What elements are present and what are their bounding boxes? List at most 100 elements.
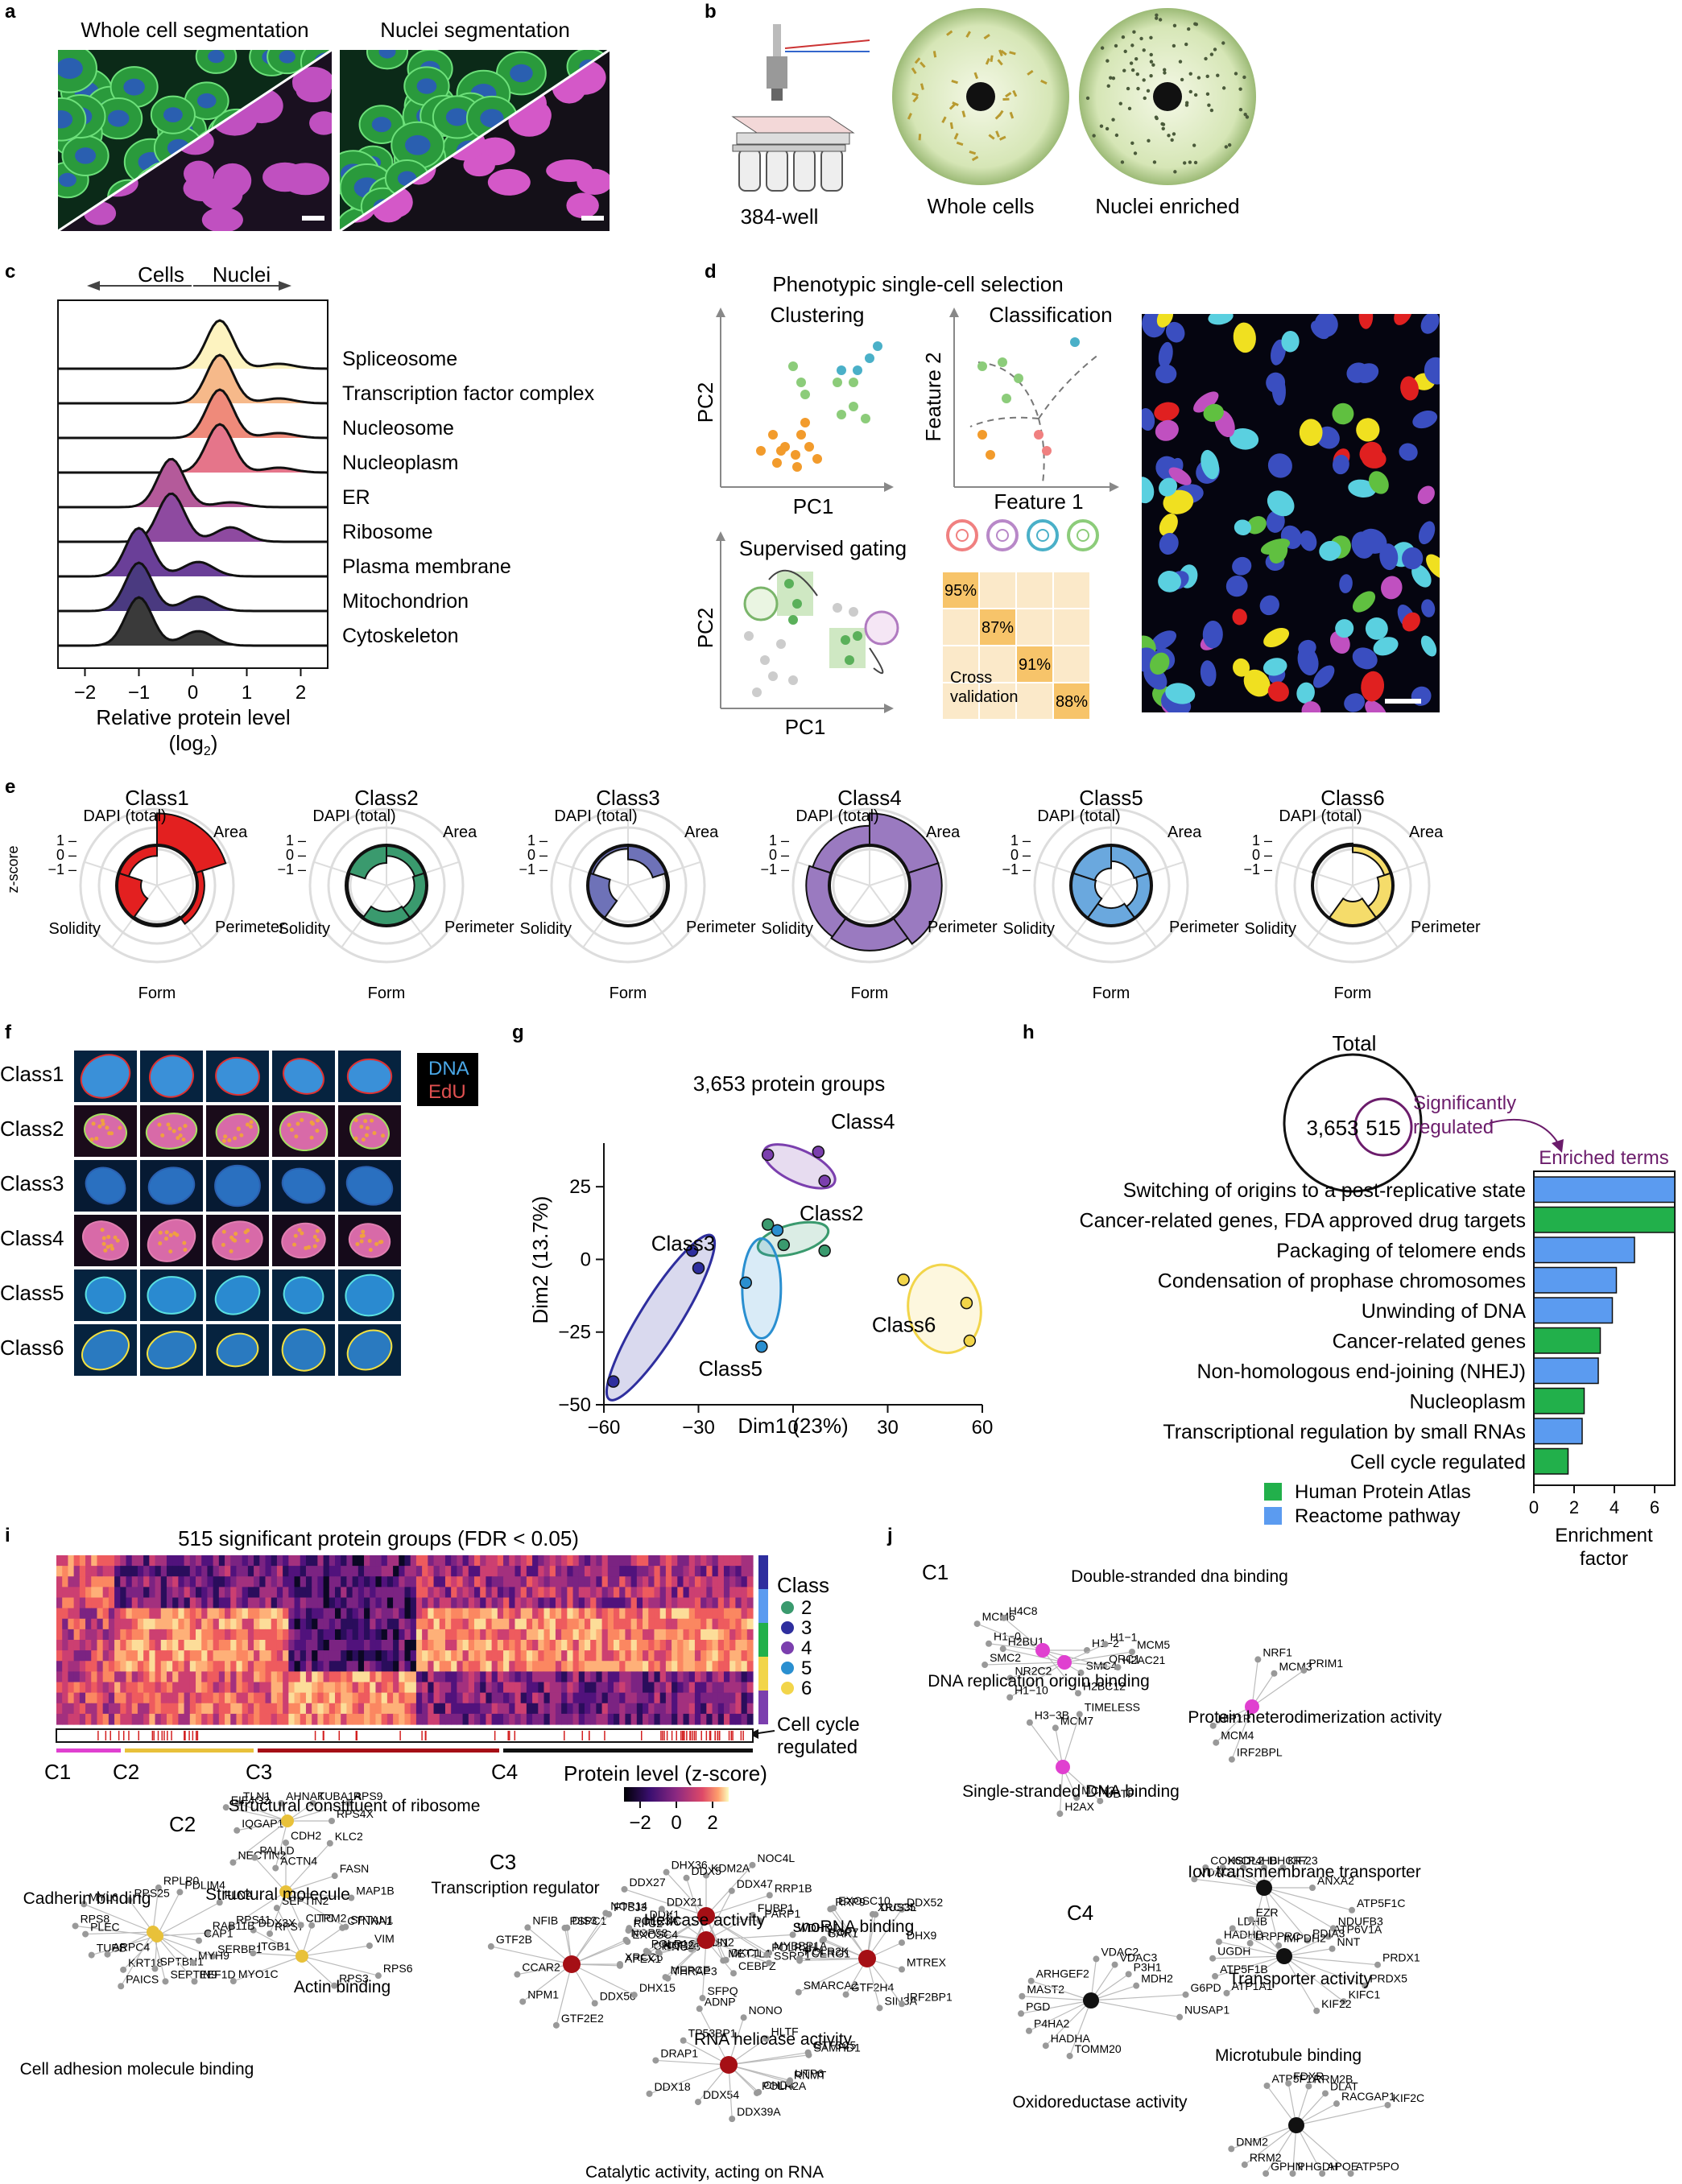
nucleus <box>1411 564 1432 588</box>
heatmap-cell <box>213 1587 220 1599</box>
ridge-line <box>58 353 329 405</box>
cluster-bar <box>56 1748 121 1753</box>
heatmap-cell <box>712 1566 719 1577</box>
gene-node <box>1056 1810 1064 1818</box>
nucleus <box>1159 532 1179 555</box>
heatmap-cell <box>143 1650 150 1662</box>
heatmap-cell <box>160 1629 167 1641</box>
heatmap-cell <box>694 1713 701 1725</box>
heatmap-cell <box>283 1587 289 1599</box>
heatmap-cell <box>746 1576 754 1587</box>
heatmap-cell <box>654 1703 661 1715</box>
heatmap-cell <box>62 1587 69 1599</box>
heatmap-cell <box>532 1587 539 1599</box>
gene-label: GTF2B <box>496 1933 532 1946</box>
heatmap-cell <box>335 1650 341 1662</box>
heatmap-cell <box>444 1576 452 1587</box>
gene-node <box>621 1885 628 1893</box>
heatmap-cell <box>276 1597 283 1609</box>
cell-nucleus <box>196 93 217 109</box>
heatmap-cell <box>62 1692 69 1704</box>
heatmap-cell <box>596 1682 603 1694</box>
nucleus <box>1361 671 1385 702</box>
gene-node <box>699 1995 706 2002</box>
heatmap-cell <box>410 1566 417 1577</box>
class-ellipse <box>762 1143 837 1190</box>
heatmap-cell <box>102 1629 110 1641</box>
heatmap-cell <box>497 1661 504 1672</box>
heatmap-cell <box>735 1640 742 1651</box>
heatmap-cell <box>259 1629 267 1641</box>
heatmap-cell <box>230 1587 238 1599</box>
nucleus-speck <box>1146 89 1151 93</box>
heatmap-cell <box>172 1713 179 1725</box>
heatmap-cell <box>137 1713 144 1725</box>
heatmap-cell <box>276 1682 283 1694</box>
heatmap-cell <box>166 1640 173 1651</box>
cluster-point <box>796 378 806 387</box>
heatmap-cell <box>79 1566 86 1577</box>
heatmap-cell <box>497 1650 504 1662</box>
nucleus <box>1156 314 1174 328</box>
svg-text:factor: factor <box>1580 1548 1628 1570</box>
network-title: C4 <box>1067 1901 1093 1925</box>
heatmap-cell <box>178 1692 185 1704</box>
heatmap-cell <box>357 1555 365 1567</box>
heatmap-cell <box>137 1703 144 1715</box>
heatmap-cell <box>688 1597 696 1609</box>
heatmap-cell <box>131 1713 138 1725</box>
heatmap-cell <box>706 1629 713 1641</box>
heatmap-cell <box>439 1661 446 1672</box>
nucleus <box>1424 357 1440 385</box>
heatmap-cell <box>688 1661 696 1672</box>
gene-label: NFIB <box>532 1914 558 1926</box>
cell-speck <box>1002 97 1010 101</box>
heatmap-cell <box>155 1576 162 1587</box>
heatmap-cell <box>717 1608 725 1620</box>
heatmap-cell <box>717 1650 725 1662</box>
heatmap-cell <box>346 1608 353 1620</box>
heatmap-cell <box>723 1682 730 1694</box>
heatmap-cell <box>172 1576 179 1587</box>
heatmap-cell <box>596 1566 603 1577</box>
heatmap-cell <box>370 1597 377 1609</box>
heatmap-cell <box>271 1692 278 1704</box>
heatmap-cell <box>114 1629 121 1641</box>
heatmap-cell <box>643 1555 649 1567</box>
heatmap-cell <box>357 1671 365 1683</box>
heatmap-cell <box>137 1587 144 1599</box>
nucleus-speck <box>1100 46 1105 50</box>
heatmap-cell <box>659 1597 667 1609</box>
heatmap-cell <box>323 1640 330 1651</box>
class-row-label: Class2 <box>0 1117 64 1141</box>
cluster-point <box>837 410 846 419</box>
heatmap-cell <box>643 1713 649 1725</box>
heatmap-cell <box>746 1703 754 1715</box>
heatmap-cell <box>91 1629 98 1641</box>
heatmap-cell <box>515 1566 522 1577</box>
heatmap-cell <box>433 1692 440 1704</box>
heatmap-cell <box>196 1682 202 1694</box>
heatmap-cell <box>486 1555 493 1567</box>
heatmap-cell <box>149 1597 156 1609</box>
heatmap-cell <box>341 1640 348 1651</box>
heatmap-cell <box>567 1682 574 1694</box>
heatmap-cell <box>735 1692 742 1704</box>
gene-label: APOE <box>1327 2160 1358 2173</box>
heatmap-cell <box>364 1597 370 1609</box>
gene-node <box>487 1942 494 1950</box>
gene-label: NNT <box>1337 1935 1361 1948</box>
gene-label: LRPPRC <box>1255 1930 1301 1942</box>
heatmap-cell <box>468 1703 475 1715</box>
radar-axis-label: Area <box>684 824 719 841</box>
heatmap-cell <box>596 1618 603 1630</box>
heatmap-cell <box>746 1692 754 1704</box>
gene-label: HSDL2 <box>1228 1854 1264 1867</box>
heatmap-cell <box>433 1629 440 1641</box>
heatmap-cell <box>381 1640 388 1651</box>
gene-label: IRF2BPL <box>1237 1746 1283 1759</box>
heatmap-cell <box>584 1566 591 1577</box>
gene-label: MCM5 <box>1137 1638 1170 1651</box>
gene-node <box>283 1839 289 1847</box>
heatmap-cell <box>410 1587 417 1599</box>
